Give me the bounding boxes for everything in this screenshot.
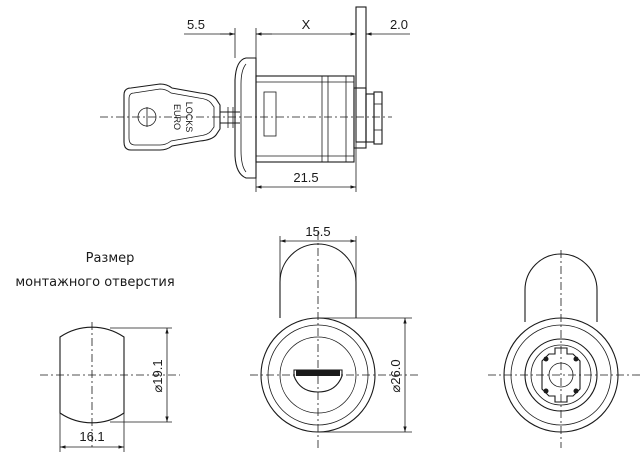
key-head-inner: [128, 88, 215, 146]
cam-shaft: [541, 347, 581, 403]
rear-center-hole: [548, 362, 574, 388]
rear-flange-outer: [503, 317, 619, 433]
dim-panel-thickness: X: [302, 17, 311, 32]
dim-cutout-width: 16.1: [79, 429, 104, 444]
rear-view: [488, 250, 640, 448]
lock-body: [255, 75, 355, 163]
dim-body-width: 15.5: [305, 224, 330, 239]
dim-body-length: 21.5: [293, 170, 318, 185]
dim-cutout-diameter: ⌀19.1: [150, 359, 165, 392]
rear-shaft: [373, 91, 383, 145]
dim-flange-diameter: ⌀26.0: [388, 359, 403, 392]
key-head: [123, 83, 221, 151]
mounting-panel: [355, 6, 367, 143]
rear-nut-ring: [524, 338, 598, 412]
key-brand-line2: LOCKS: [184, 102, 194, 133]
caption-line2: монтажного отверстия: [15, 275, 174, 290]
caption-line1: Размер: [86, 251, 135, 266]
keyway-slot: [263, 91, 277, 137]
dim-flange-thickness: 5.5: [187, 17, 205, 32]
dim-washer: 2.0: [390, 17, 408, 32]
front-flange-inner: [267, 324, 369, 426]
front-view: 15.5 ⌀26.0: [250, 224, 420, 448]
front-body-top: [279, 243, 357, 318]
front-cylinder: [279, 336, 357, 414]
lock-flange: [234, 57, 257, 179]
rear-body-top: [524, 253, 598, 322]
key-brand-line1: EURO: [172, 104, 182, 130]
cutout-view: 16.1 ⌀19.1: [40, 322, 180, 452]
keyway: [293, 369, 343, 393]
side-view: EURO LOCKS 5.5: [100, 6, 410, 192]
